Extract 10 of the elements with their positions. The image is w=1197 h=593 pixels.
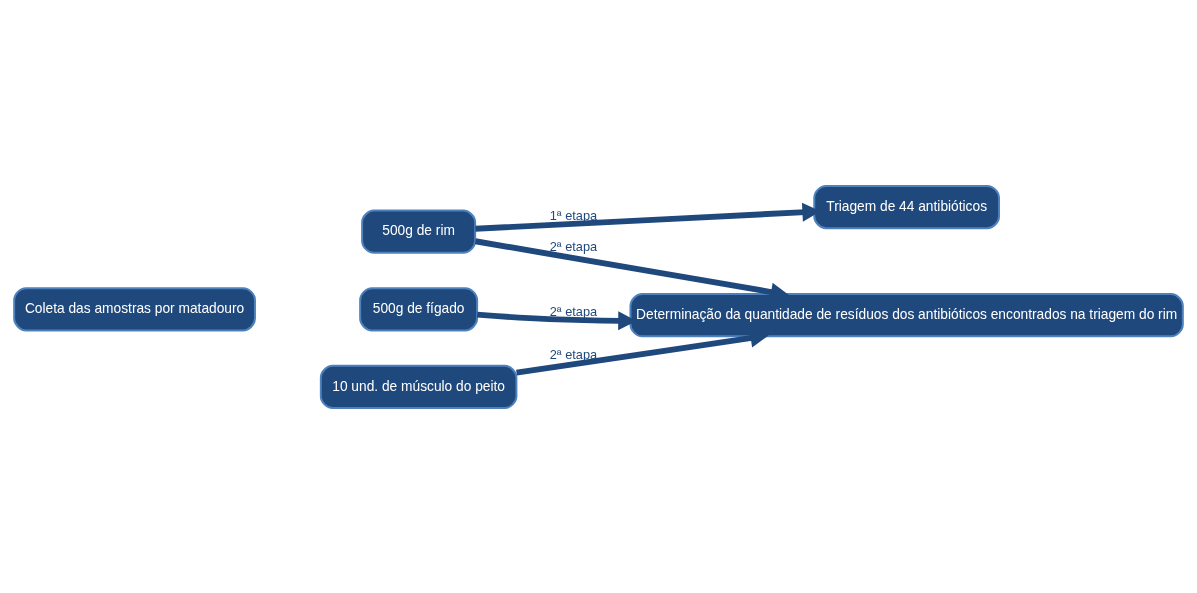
node-box: Triagem de 44 antibióticos [813, 184, 1000, 229]
node-box: 500g de rim [361, 209, 477, 254]
edge-label: 2ª etapa [549, 238, 598, 254]
edge-label: 1ª etapa [549, 207, 598, 223]
node-box: Coleta das amostras por matadouro [13, 286, 256, 331]
node-box: 10 und. de músculo do peito [319, 364, 518, 409]
node-box: Determinação da quantidade de resíduos dos antibióticos encontrados na triagem do rim [629, 292, 1184, 337]
edge-label: 2ª etapa [549, 346, 598, 362]
node-box: 500g de fígado [359, 286, 479, 331]
edge-label: 2ª etapa [549, 303, 598, 319]
